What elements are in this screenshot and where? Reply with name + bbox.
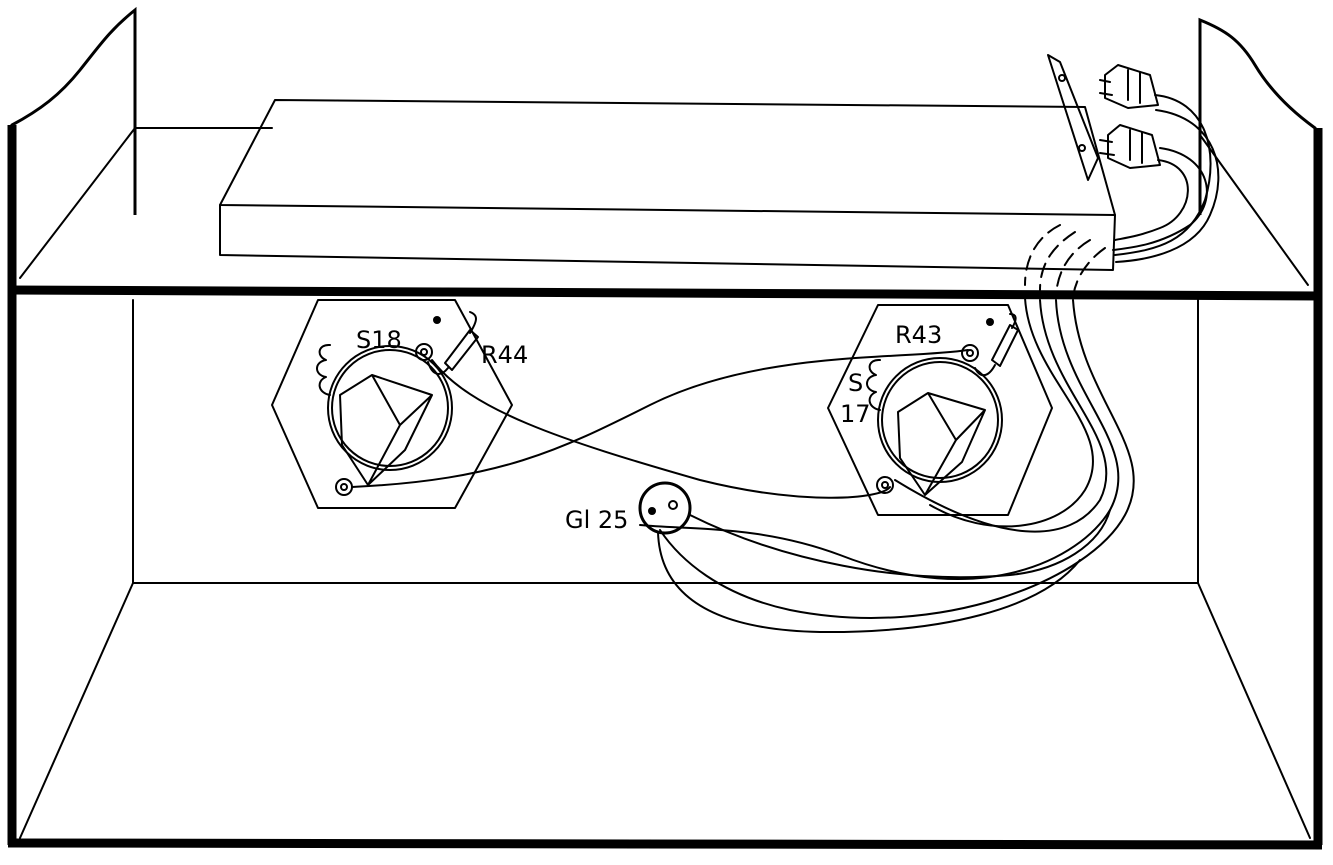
cable-bundle xyxy=(639,94,1220,619)
resistor-r43 xyxy=(974,313,1019,377)
connector-strip xyxy=(1047,54,1099,181)
label-s18: S18 xyxy=(356,326,402,354)
switch-s17 xyxy=(827,304,1053,516)
cabinet-housing xyxy=(7,6,1323,850)
label-gl25: Gl 25 xyxy=(565,506,628,534)
floor-left-edge xyxy=(19,582,134,839)
right-side-panel xyxy=(1198,17,1317,290)
label-r43: R43 xyxy=(895,321,942,349)
lamp-gl25 xyxy=(638,481,692,535)
label-r44: R44 xyxy=(481,341,528,369)
bottom-frame xyxy=(7,838,1323,850)
switch-knob-s17 xyxy=(897,392,986,496)
resistor-r44 xyxy=(427,311,479,375)
shelf-divider xyxy=(7,285,1323,301)
shelf-plane xyxy=(19,127,1309,286)
wire-s18-to-s17 xyxy=(351,349,969,488)
left-side-panel xyxy=(10,6,137,290)
label-s17-bottom: 17 xyxy=(840,400,871,428)
switch-wires xyxy=(351,349,1111,634)
wire-lamp-lower xyxy=(657,531,1081,634)
label-s17-top: S xyxy=(848,369,863,397)
plug-connectors xyxy=(1099,64,1161,169)
plug-upper xyxy=(1099,64,1159,109)
switch-knob-s18 xyxy=(339,374,433,486)
inner-back-panel xyxy=(132,299,1199,584)
pcb-board xyxy=(219,54,1116,271)
wire-s17-to-s18 xyxy=(431,359,891,499)
plug-lower xyxy=(1099,124,1161,169)
floor-right-edge xyxy=(1197,582,1311,839)
wire-lamp-upper xyxy=(689,509,1111,579)
switch-s18 xyxy=(271,299,513,509)
